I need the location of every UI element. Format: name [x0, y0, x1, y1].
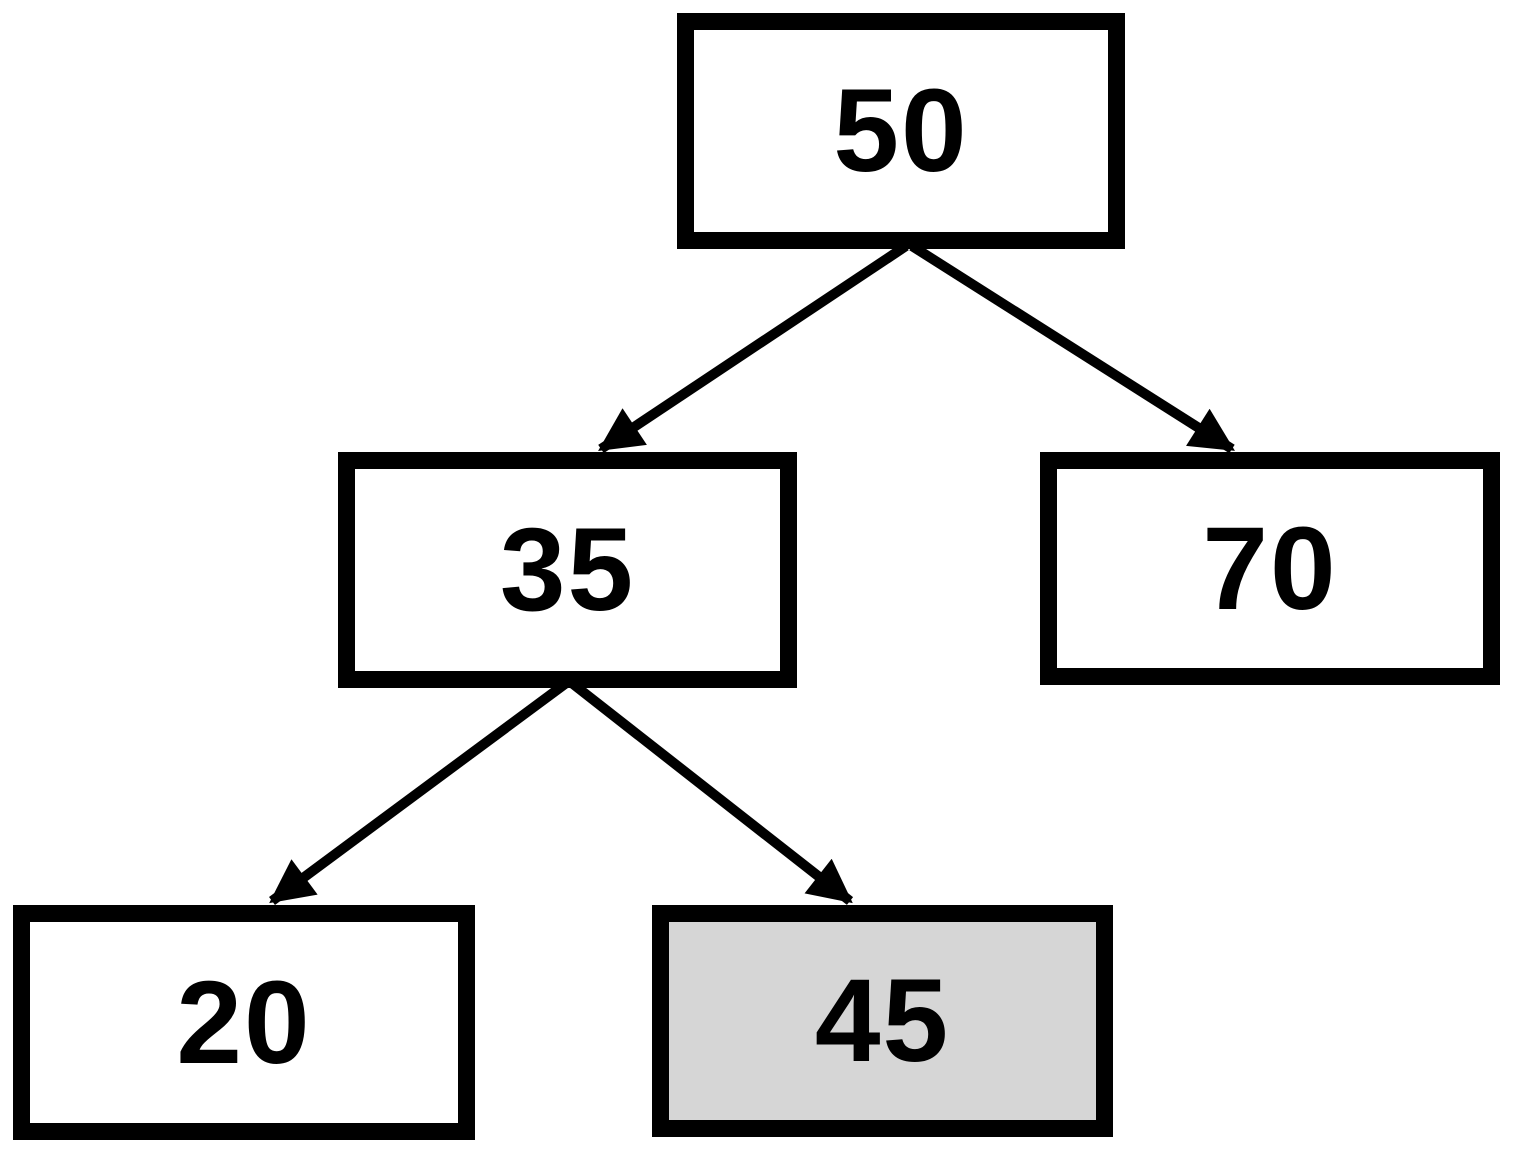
node-value: 20 — [176, 956, 312, 1089]
edge-50-to-35 — [598, 241, 909, 454]
tree-node-35: 35 — [338, 452, 797, 688]
edge-50-to-70 — [909, 241, 1235, 454]
edge-35-to-20 — [269, 679, 568, 906]
node-value: 45 — [814, 955, 951, 1087]
node-value: 70 — [1202, 502, 1338, 635]
edge-35-to-45 — [569, 680, 854, 905]
tree-node-50: 50 — [677, 13, 1125, 249]
tree-node-70: 70 — [1040, 452, 1500, 685]
tree-node-45-highlighted: 45 — [652, 905, 1113, 1137]
node-value: 35 — [499, 504, 636, 636]
tree-node-20: 20 — [13, 905, 475, 1140]
node-value: 50 — [833, 65, 969, 197]
